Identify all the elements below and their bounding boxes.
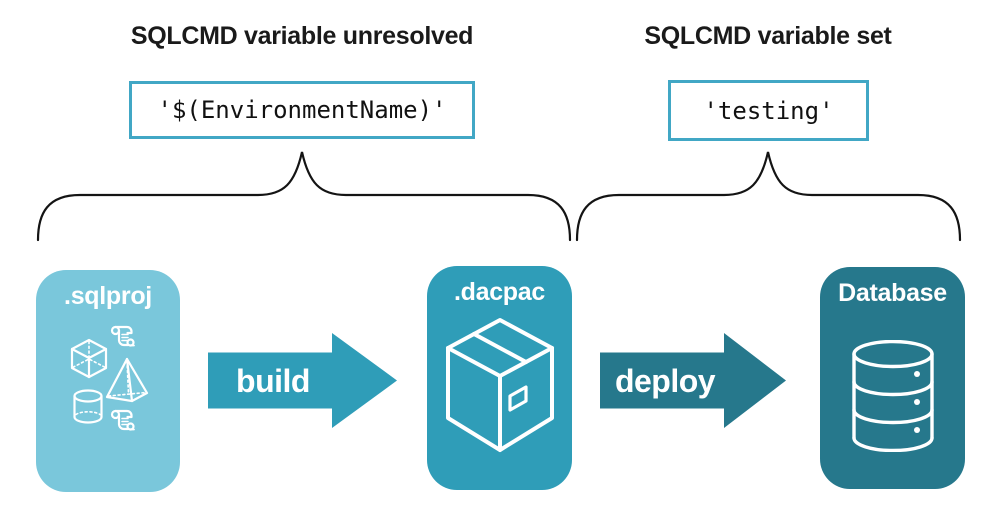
script-scroll-icon: [110, 325, 135, 347]
left-heading: SQLCMD variable unresolved: [130, 22, 474, 50]
unresolved-variable-text: '$(EnvironmentName)': [157, 96, 447, 124]
unresolved-variable-box: '$(EnvironmentName)': [129, 81, 475, 139]
node-dacpac: .dacpac: [427, 266, 572, 490]
database-dots: [914, 371, 920, 433]
left-brace-icon: [36, 151, 572, 242]
build-arrow-label: build: [236, 362, 310, 399]
right-brace-icon: [575, 151, 962, 242]
brace-group: [36, 151, 962, 242]
node-sqlproj-label: .sqlproj: [64, 282, 152, 310]
pyramid-icon: [105, 357, 149, 403]
node-database-label: Database: [838, 279, 947, 307]
resolved-variable-text: 'testing': [703, 96, 834, 125]
right-heading: SQLCMD variable set: [644, 22, 892, 50]
node-database: Database: [820, 267, 965, 489]
package-box-icon: [446, 318, 554, 452]
node-sqlproj: .sqlproj: [36, 270, 180, 492]
sql-objects-icon: [70, 325, 149, 431]
deploy-arrow-label: deploy: [614, 362, 716, 399]
deploy-arrow-shape: [600, 333, 786, 428]
cylinder-icon: [73, 389, 103, 424]
database-cylinder-icon: [852, 340, 934, 452]
resolved-variable-box: 'testing': [668, 80, 869, 141]
deploy-arrow: [600, 333, 786, 428]
build-arrow: [208, 333, 397, 428]
build-arrow-shape: [208, 333, 397, 428]
node-dacpac-label: .dacpac: [453, 278, 545, 306]
cube-icon: [70, 338, 108, 379]
script-scroll-icon: [110, 409, 135, 431]
